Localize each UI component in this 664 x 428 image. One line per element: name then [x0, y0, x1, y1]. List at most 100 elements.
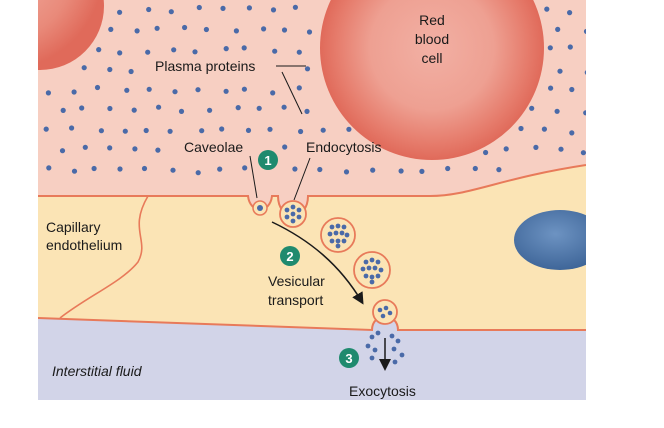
protein-dot [241, 86, 247, 92]
endocytosis-leader [293, 157, 311, 201]
protein-dot [71, 168, 78, 174]
vesicular-transport-arrow [271, 221, 364, 305]
protein-dot [117, 166, 123, 172]
caveola-protein [257, 205, 263, 211]
protein-dot [329, 224, 335, 230]
protein-dot [96, 47, 102, 53]
vesicle [320, 217, 356, 253]
protein-dot [369, 257, 375, 263]
protein-dot [363, 259, 369, 265]
endocytosis-pit-proteins [284, 204, 302, 224]
interstitial-label: Interstitial fluid [52, 363, 143, 379]
protein-dot [178, 108, 185, 114]
protein-dot [45, 90, 52, 96]
vesicle-proteins [360, 257, 384, 285]
protein-dot [304, 66, 311, 72]
protein-dot [154, 25, 160, 31]
protein-dot [296, 49, 302, 55]
vesicle [353, 251, 391, 289]
red-blood-cell-partial [38, 0, 104, 70]
protein-dot [369, 334, 375, 340]
protein-dot [292, 166, 298, 172]
protein-dot [199, 128, 205, 134]
vesicular-label-line2: transport [268, 292, 323, 308]
protein-dot [547, 45, 553, 51]
protein-dot [98, 128, 104, 134]
protein-dot [91, 165, 97, 172]
protein-dot [369, 355, 375, 361]
endothelium-label-line1: Capillary [46, 219, 100, 235]
protein-dot [363, 273, 369, 279]
protein-dot [241, 45, 247, 51]
protein-dot [558, 146, 564, 152]
protein-dot [304, 108, 310, 114]
protein-dot [270, 7, 277, 13]
protein-dot [389, 333, 395, 339]
protein-dot [170, 167, 176, 173]
protein-dot [335, 243, 341, 249]
vesicle-proteins [327, 223, 350, 249]
cell-junction [59, 195, 149, 319]
protein-dot [555, 26, 561, 32]
protein-dot [369, 279, 375, 285]
protein-dot [134, 28, 140, 34]
protein-dot [541, 126, 548, 132]
protein-dot [107, 145, 113, 151]
protein-dot [317, 166, 323, 173]
protein-dot [483, 149, 489, 156]
protein-dot [533, 144, 539, 150]
protein-dot [117, 9, 123, 15]
protein-dot [365, 343, 371, 349]
protein-dot [375, 330, 381, 336]
protein-dot [131, 107, 137, 113]
protein-dot [544, 6, 550, 12]
protein-dot [71, 89, 77, 95]
protein-dot [557, 68, 563, 74]
protein-dot [292, 4, 298, 10]
protein-dot [223, 46, 229, 52]
nucleus [514, 210, 586, 270]
protein-dot [333, 230, 339, 236]
protein-dot [580, 150, 586, 156]
protein-dot [569, 86, 575, 93]
protein-dot [387, 310, 393, 316]
protein-dot [168, 9, 174, 15]
protein-dot [377, 307, 383, 313]
protein-dot [182, 24, 188, 31]
protein-dot [256, 105, 262, 111]
endothelium-label-line2: endothelium [46, 237, 122, 253]
protein-dot [141, 165, 148, 172]
caveolae-leader [249, 155, 258, 199]
protein-dot [383, 305, 389, 311]
protein-dot [344, 232, 350, 238]
protein-dot [117, 50, 123, 56]
protein-dot [59, 148, 66, 154]
protein-dot [69, 125, 75, 131]
red-blood-cell [320, 0, 544, 160]
protein-dot [372, 347, 378, 353]
protein-dot [107, 105, 113, 112]
protein-dot [335, 223, 341, 229]
protein-dot [290, 204, 296, 210]
protein-dot [391, 346, 397, 352]
protein-dot [156, 104, 162, 110]
step-badge-3: 3 [339, 348, 359, 368]
protein-dot [235, 105, 241, 111]
protein-dot [220, 5, 226, 11]
protein-dot [584, 70, 586, 75]
protein-dot [392, 359, 398, 365]
protein-dot [132, 146, 138, 152]
protein-dot [503, 146, 509, 152]
interstitial-region [38, 318, 586, 400]
released-proteins [365, 330, 405, 365]
protein-dot [122, 128, 128, 134]
protein-dot [296, 85, 302, 91]
protein-dot [329, 238, 335, 244]
protein-dot [567, 10, 573, 16]
plasma-protein-dots [43, 4, 586, 176]
protein-dot [306, 29, 313, 35]
protein-dot [82, 144, 88, 150]
protein-dot [172, 89, 178, 95]
protein-dot [196, 4, 202, 11]
